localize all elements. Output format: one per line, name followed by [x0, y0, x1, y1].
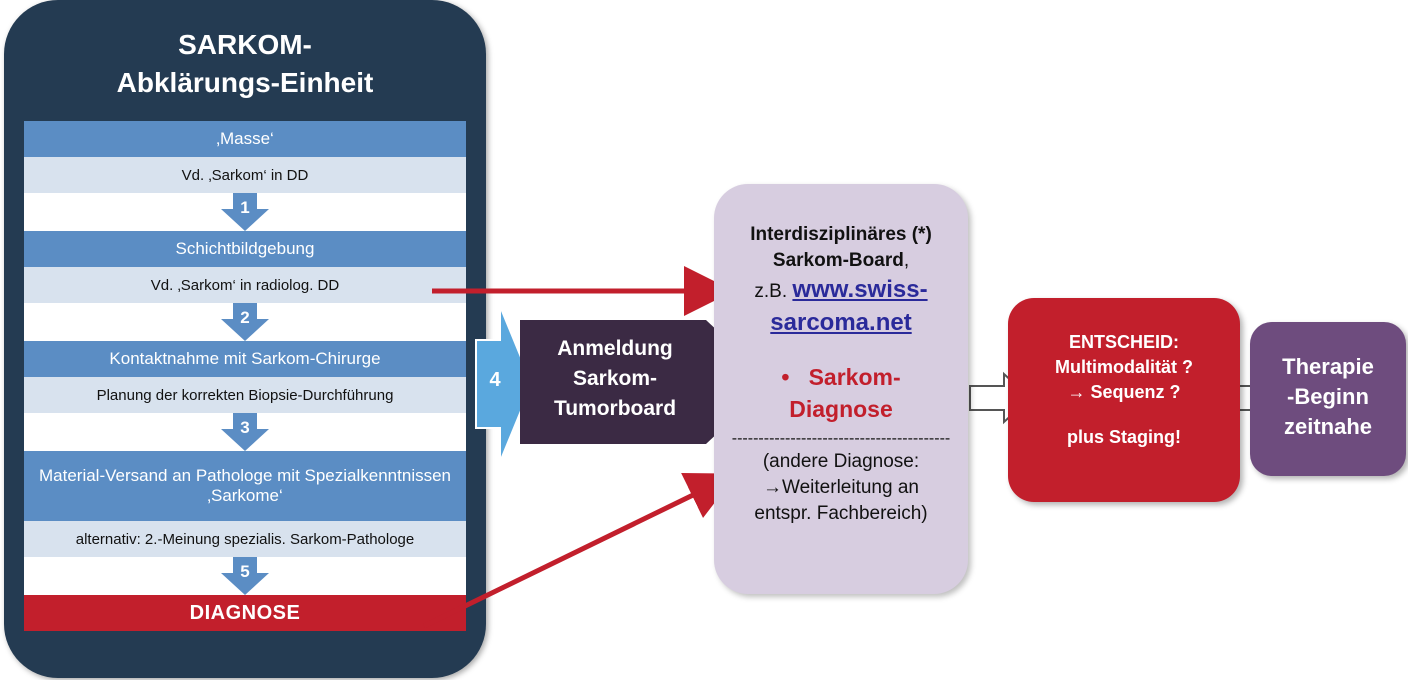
- step-down-arrow: [221, 303, 269, 341]
- entscheid-line1: ENTSCHEID:: [1068, 332, 1179, 352]
- therapie-line1: Therapie: [1282, 354, 1374, 379]
- board-bullet: •: [781, 364, 790, 390]
- step-number-3: 3: [240, 418, 250, 437]
- entscheid-line2: Multimodalität ?: [1055, 357, 1193, 377]
- board-line1: Interdisziplinäres (*): [750, 224, 932, 245]
- board-line2: Sarkom-Board: [772, 250, 904, 271]
- step-text: Vd. ‚Sarkom‘ in radiolog. DD: [150, 276, 340, 294]
- red-arrow-diagnose-to-board: [422, 473, 737, 629]
- step-number-4: 4: [489, 369, 501, 391]
- step-heading: Material-Versand an Pathologe mit Spezia…: [24, 451, 466, 521]
- step-text: ‚Masse‘: [216, 129, 274, 148]
- therapie-box: [1250, 322, 1406, 476]
- step-down-arrow: [221, 557, 269, 595]
- anmeldung-line3: Tumorboard: [553, 397, 677, 420]
- step-heading: Kontaktnahme mit Sarkom-Chirurge: [24, 341, 466, 377]
- anmeldung-chevron: [520, 320, 772, 444]
- diagnose-bar: DIAGNOSE: [24, 595, 466, 631]
- therapie-content: Therapie -Beginn zeitnahe: [1250, 352, 1406, 442]
- anmeldung-line1: Anmeldung: [557, 337, 673, 360]
- step-detail: alternativ: 2.-Meinung spezialis. Sarkom…: [24, 521, 466, 557]
- therapie-line3: zeitnahe: [1283, 414, 1373, 439]
- step-text: alternativ: 2.-Meinung spezialis. Sarkom…: [75, 530, 415, 548]
- board-diag-line1: Sarkom-: [808, 364, 901, 390]
- step-heading: Schichtbildgebung: [24, 231, 466, 267]
- left-panel-title-line2: Abklärungs-Einheit: [116, 67, 374, 98]
- step-down-arrow: [221, 193, 269, 231]
- anmeldung-box: Anmeldung Sarkom- Tumorboard: [520, 334, 710, 424]
- board-alt-line3: entspr. Fachbereich): [754, 503, 928, 524]
- step-gap-2: 2: [24, 303, 466, 341]
- board-line3-prefix: z.B.: [754, 281, 788, 302]
- step-text: Vd. ‚Sarkom‘ in DD: [181, 166, 309, 184]
- step-text: Planung der korrekten Biopsie-Durchführu…: [96, 386, 394, 404]
- sarkom-board-box: [714, 184, 968, 594]
- therapie-line2: -Beginn: [1287, 384, 1369, 409]
- board-link-line2[interactable]: sarcoma.net: [770, 309, 912, 336]
- left-panel-title-line1: SARKOM-: [178, 29, 312, 60]
- step-text: Schichtbildgebung: [175, 239, 315, 258]
- entscheid-line4: plus Staging!: [1067, 427, 1181, 447]
- board-link-line1[interactable]: www.swiss-: [792, 276, 928, 303]
- board-alt-line2: →Weiterleitung an: [763, 477, 919, 498]
- step-detail: Vd. ‚Sarkom‘ in DD: [24, 157, 466, 193]
- step-heading: ‚Masse‘: [24, 121, 466, 157]
- left-panel-title: SARKOM- Abklärungs-Einheit: [4, 26, 486, 102]
- step-gap-5: 5: [24, 557, 466, 595]
- step-detail: Planung der korrekten Biopsie-Durchführu…: [24, 377, 466, 413]
- anmeldung-line2: Sarkom-: [572, 367, 658, 390]
- step4-arrow: [475, 305, 534, 463]
- step-text: Material-Versand an Pathologe mit Spezia…: [38, 466, 452, 505]
- step-gap-3: 3: [24, 413, 466, 451]
- entscheid-box: [1008, 298, 1240, 502]
- step-number-5: 5: [240, 562, 250, 581]
- step-text: Kontaktnahme mit Sarkom-Chirurge: [109, 349, 381, 368]
- step-text: DIAGNOSE: [189, 601, 301, 624]
- board-divider: ----------------------------------------…: [731, 430, 951, 447]
- step-number-2: 2: [240, 308, 250, 327]
- board-line2-suffix: ,: [903, 250, 910, 271]
- step-detail: Vd. ‚Sarkom‘ in radiolog. DD: [24, 267, 466, 303]
- entscheid-content: ENTSCHEID: Multimodalität ? → Sequenz ? …: [1008, 330, 1240, 450]
- step-number-1: 1: [240, 198, 250, 217]
- step-down-arrow: [221, 413, 269, 451]
- board-alt-line1: (andere Diagnose:: [762, 451, 920, 472]
- step-gap-1: 1: [24, 193, 466, 231]
- entscheid-line3: → Sequenz ?: [1067, 382, 1181, 402]
- sarkom-board-content: Interdisziplinäres (*) Sarkom-Board, z.B…: [714, 222, 968, 527]
- board-diag-line2: Diagnose: [789, 396, 893, 422]
